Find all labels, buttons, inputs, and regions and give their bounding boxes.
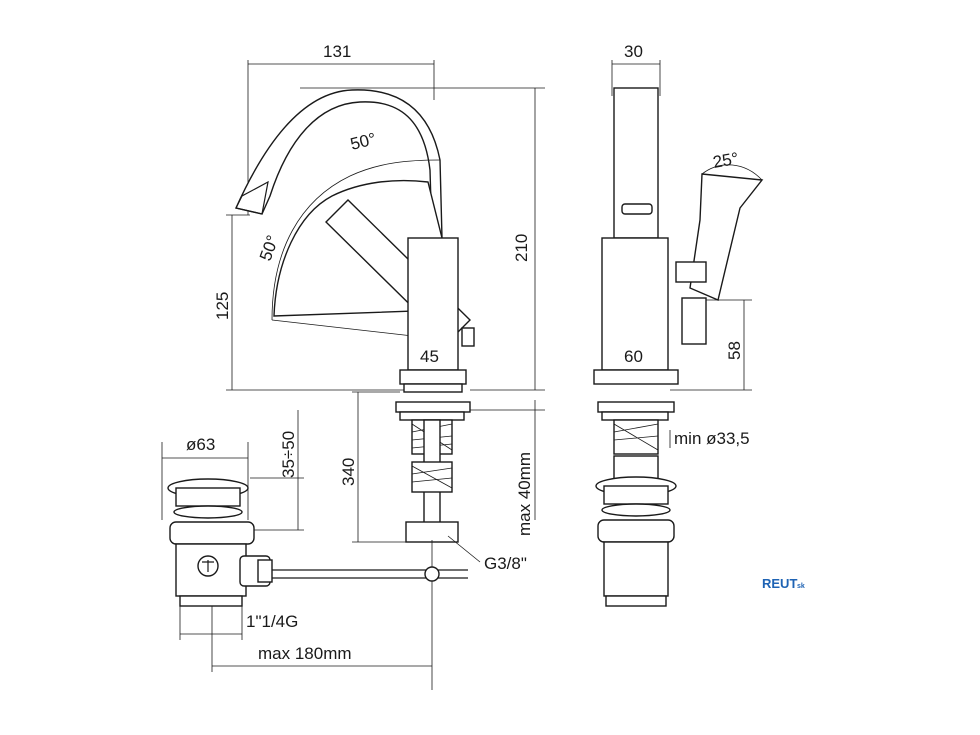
front-view: 131 210 50° 50° 45 125 <box>213 42 545 690</box>
dim-lever-height: 58 <box>725 341 744 360</box>
dim-max-thickness: max 40mm <box>515 452 534 536</box>
dim-hole-diameter: min ø33,5 <box>674 429 750 448</box>
dim-total-height: 210 <box>512 234 531 262</box>
dim-spout-angle: 50° <box>348 129 378 154</box>
dim-spout-reach: 131 <box>323 42 351 61</box>
dim-rod-length: max 180mm <box>258 644 352 663</box>
dim-connection: G3/8" <box>484 554 527 573</box>
dim-drain-diameter: ø63 <box>186 435 215 454</box>
dim-drain-thread: 1"1/4G <box>246 612 298 631</box>
side-view: 30 60 25° 58 min ø33,5 <box>593 42 764 607</box>
dim-body-width-side: 60 <box>624 347 643 366</box>
logo-main: REUT <box>762 576 797 591</box>
logo-suffix: sk <box>797 583 805 590</box>
dim-body-width-front: 45 <box>420 347 439 366</box>
dim-handle-angle: 50° <box>256 233 283 264</box>
dim-drain-height: 35÷50 <box>279 431 298 478</box>
dim-spout-height: 125 <box>213 292 232 320</box>
dim-body-depth: 30 <box>624 42 643 61</box>
dim-lever-angle: 25° <box>711 149 740 172</box>
reut-logo: REUT sk <box>762 576 805 591</box>
dim-pipe-length: 340 <box>339 458 358 486</box>
drain-front-view: ø63 35÷50 1"1/4G max 180mm <box>161 410 468 672</box>
